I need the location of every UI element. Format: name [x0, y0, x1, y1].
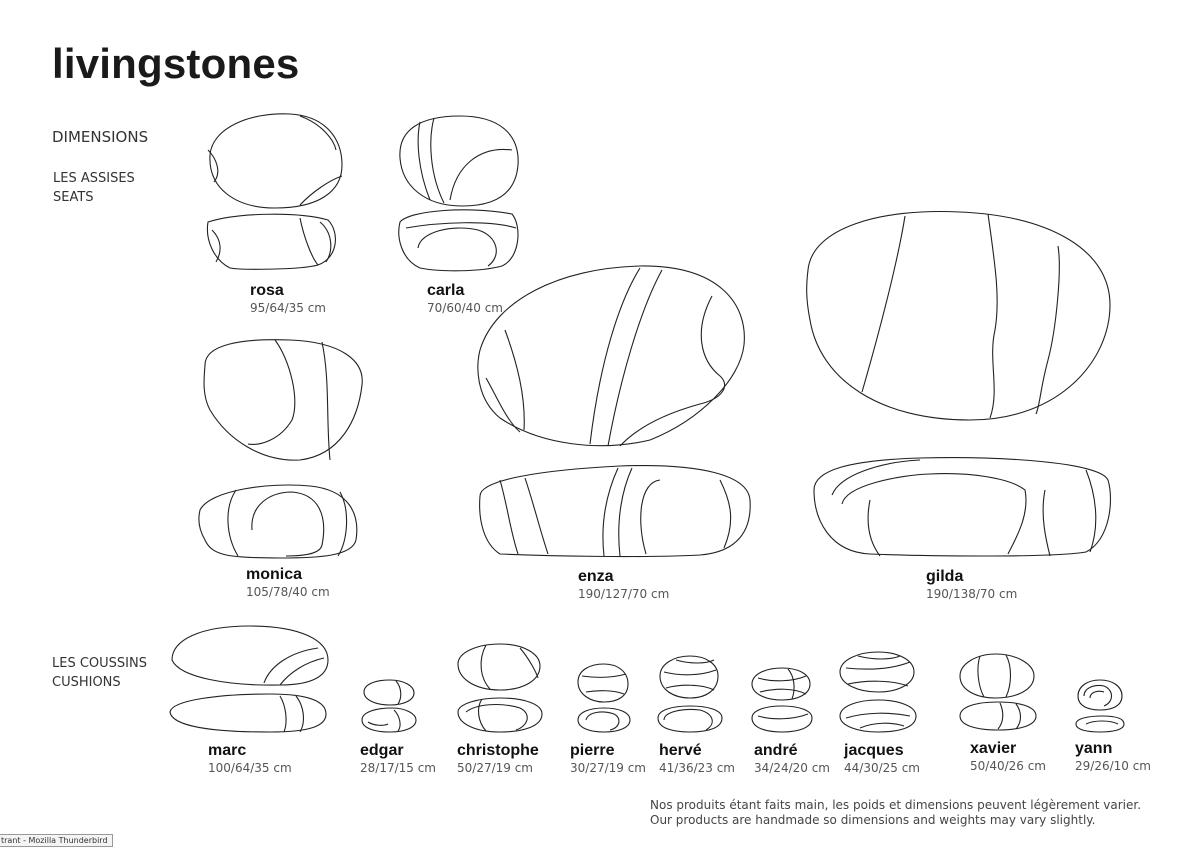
dimensions-heading: DIMENSIONS [52, 128, 149, 146]
carla-label: carla 70/60/40 cm [427, 282, 503, 316]
product-name: jacques [844, 742, 904, 759]
xavier-label: xavier 50/40/26 cm [970, 740, 1046, 774]
andre-label: andré 34/24/20 cm [754, 742, 830, 776]
herve-drawing [657, 655, 723, 733]
monica-side-view [198, 484, 358, 559]
christophe-label: christophe 50/27/19 cm [457, 742, 539, 776]
jacques-side-view [839, 699, 917, 733]
product-name: hervé [659, 742, 702, 759]
christophe-top-view [457, 643, 541, 691]
taskbar-item-thunderbird[interactable]: trant - Mozilla Thunderbird [0, 834, 113, 847]
pierre-top-view [577, 663, 629, 703]
edgar-top-view [363, 679, 415, 706]
enza-drawing [477, 265, 751, 558]
product-dimensions: 100/64/35 cm [208, 761, 292, 775]
product-dimensions: 70/60/40 cm [427, 301, 503, 315]
disclaimer-fr: Nos produits étant faits main, les poids… [650, 798, 1142, 812]
andre-top-view [751, 667, 811, 701]
product-name: gilda [926, 568, 964, 585]
jacques-label: jacques 44/30/25 cm [844, 742, 920, 776]
xavier-drawing [959, 653, 1037, 731]
monica-label: monica 105/78/40 cm [246, 566, 330, 600]
handmade-disclaimer: Nos produits étant faits main, les poids… [650, 798, 1141, 828]
product-dimensions: 30/27/19 cm [570, 761, 646, 775]
gilda-top-view [806, 210, 1111, 421]
christophe-side-view [457, 697, 543, 733]
product-dimensions: 190/138/70 cm [926, 587, 1018, 601]
product-dimensions: 29/26/10 cm [1075, 759, 1151, 773]
yann-top-view [1077, 679, 1123, 711]
product-name: yann [1075, 740, 1113, 757]
gilda-drawing [806, 210, 1111, 557]
yann-side-view [1075, 715, 1125, 733]
product-dimensions: 44/30/25 cm [844, 761, 920, 775]
marc-label: marc 100/64/35 cm [208, 742, 292, 776]
yann-label: yann 29/26/10 cm [1075, 740, 1151, 774]
product-name: christophe [457, 742, 539, 759]
carla-drawing [398, 115, 519, 272]
marc-side-view [169, 693, 327, 733]
product-name: monica [246, 566, 303, 583]
product-dimensions: 41/36/23 cm [659, 761, 735, 775]
monica-drawing [198, 339, 363, 559]
product-dimensions: 28/17/15 cm [360, 761, 436, 775]
product-name: andré [754, 742, 798, 759]
jacques-top-view [839, 651, 915, 693]
product-name: xavier [970, 740, 1017, 757]
andre-side-view [751, 705, 813, 733]
herve-label: hervé 41/36/23 cm [659, 742, 735, 776]
xavier-top-view [959, 653, 1035, 699]
herve-side-view [657, 705, 723, 733]
edgar-side-view [361, 707, 417, 733]
product-dimensions: 190/127/70 cm [578, 587, 670, 601]
gilda-side-view [813, 457, 1111, 557]
marc-drawing [169, 625, 329, 733]
pierre-label: pierre 30/27/19 cm [570, 742, 646, 776]
enza-top-view [477, 265, 745, 447]
pierre-drawing [577, 663, 631, 733]
product-name: marc [208, 742, 247, 759]
rosa-top-view [209, 113, 343, 209]
herve-top-view [659, 655, 719, 699]
jacques-drawing [839, 651, 917, 733]
product-name: enza [578, 568, 614, 585]
product-name: pierre [570, 742, 615, 759]
marc-top-view [171, 625, 329, 686]
cushions-heading-en: CUSHIONS [52, 675, 121, 690]
cushions-heading-fr: LES COUSSINS [52, 656, 147, 671]
edgar-label: edgar 28/17/15 cm [360, 742, 436, 776]
page-title: livingstones [52, 40, 300, 87]
product-dimensions: 95/64/35 cm [250, 301, 326, 315]
seats-heading: LES ASSISES SEATS [53, 169, 135, 207]
product-dimensions: 34/24/20 cm [754, 761, 830, 775]
xavier-side-view [959, 701, 1037, 731]
christophe-drawing [457, 643, 543, 733]
gilda-label: gilda 190/138/70 cm [926, 568, 1017, 602]
enza-side-view [479, 465, 751, 558]
disclaimer-en: Our products are handmade so dimensions … [650, 813, 1096, 827]
product-name: edgar [360, 742, 404, 759]
rosa-side-view [206, 213, 336, 270]
yann-drawing [1075, 679, 1125, 733]
seats-heading-en: SEATS [53, 190, 94, 205]
product-dimensions: 50/40/26 cm [970, 759, 1046, 773]
seats-heading-fr: LES ASSISES [53, 171, 135, 186]
product-dimensions: 105/78/40 cm [246, 585, 330, 599]
enza-label: enza 190/127/70 cm [578, 568, 669, 602]
rosa-drawing [206, 113, 343, 270]
cushions-heading: LES COUSSINS CUSHIONS [52, 654, 147, 692]
rosa-label: rosa 95/64/35 cm [250, 282, 326, 316]
pierre-side-view [577, 707, 631, 733]
carla-top-view [399, 115, 519, 207]
product-dimensions: 50/27/19 cm [457, 761, 533, 775]
product-name: carla [427, 282, 465, 299]
monica-top-view [203, 339, 363, 461]
carla-side-view [398, 209, 519, 272]
edgar-drawing [361, 679, 417, 733]
andre-drawing [751, 667, 813, 733]
product-name: rosa [250, 282, 284, 299]
